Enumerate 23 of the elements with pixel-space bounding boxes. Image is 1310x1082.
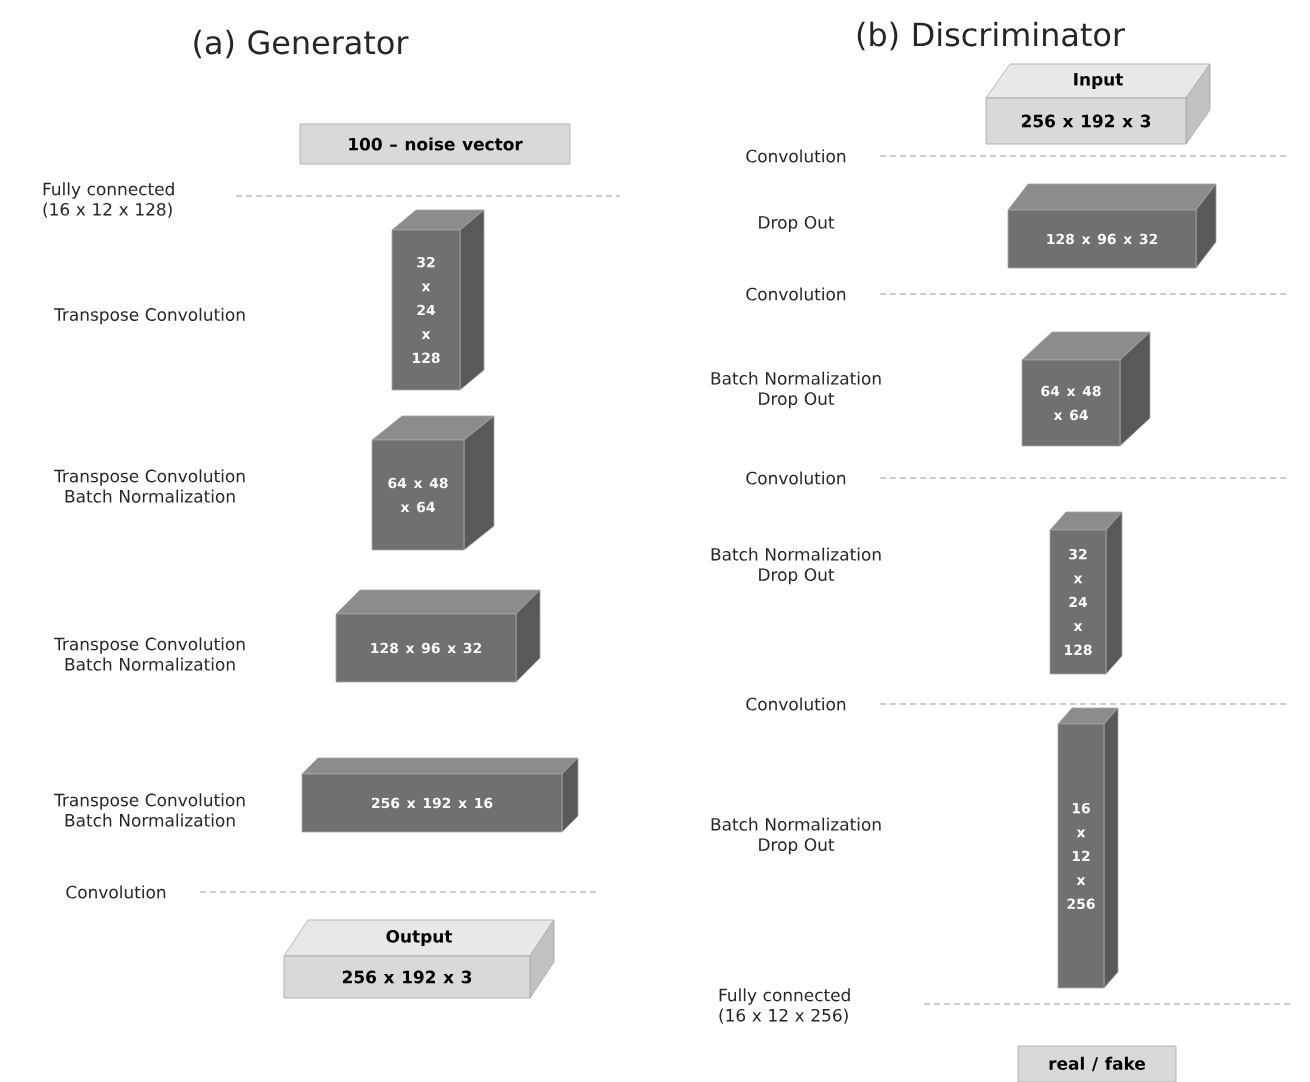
layer-label: Convolution	[746, 287, 846, 301]
layer-label: Transpose Convolution Batch Normalization	[54, 469, 245, 503]
panel-title: (a) Generator	[194, 29, 409, 59]
tensor-cuboid: Output 256 x 192 x 3	[283, 919, 555, 999]
tensor-cuboid: Input 256 x 192 x 3	[985, 63, 1211, 145]
layer-label: Transpose Convolution Batch Normalization	[54, 793, 245, 827]
layer-label: Transpose Convolution	[54, 307, 245, 325]
layer-label: Convolution	[746, 697, 846, 711]
layer-label: Fully connected (16 x 12 x 256)	[719, 988, 850, 1024]
layer-label: Fully connected (16 x 12 x 128)	[43, 182, 174, 218]
layer-label: Batch Normalization Drop Out	[711, 817, 881, 855]
layer-label: Convolution	[746, 471, 846, 485]
layer-label: Convolution	[746, 149, 846, 163]
layer-label: Drop Out	[759, 215, 835, 233]
layer-label: Batch Normalization Drop Out	[711, 547, 881, 585]
node-label: Input	[1074, 73, 1123, 89]
layer-label: Batch Normalization Drop Out	[711, 371, 881, 409]
node-label: Output	[386, 929, 453, 947]
tensor-box: real / fake	[1017, 1045, 1177, 1082]
tensor-box: 100 – noise vector	[299, 123, 571, 165]
panel-title: (b) Discriminator	[857, 21, 1125, 51]
layer-label: Convolution	[66, 885, 166, 899]
layer-label: Transpose Convolution Batch Normalization	[54, 637, 245, 671]
